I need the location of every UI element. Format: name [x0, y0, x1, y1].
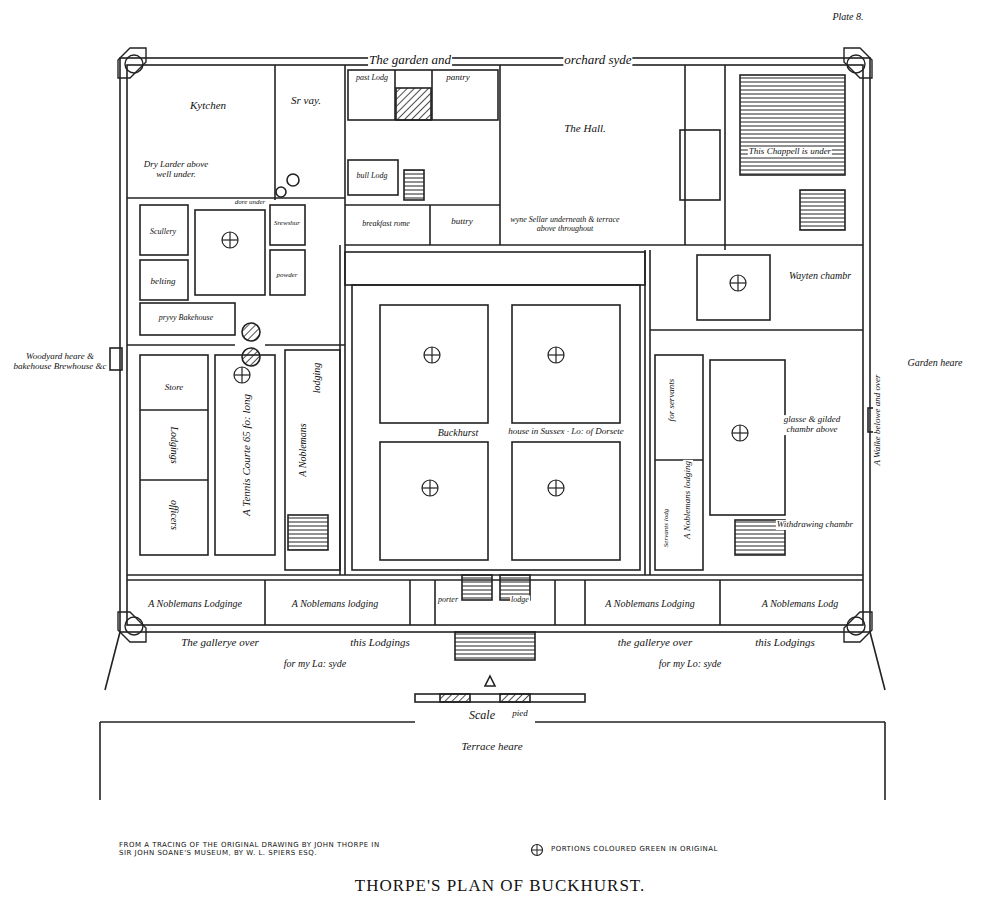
room-label: A Walke belowe and over [873, 374, 883, 467]
room-label: A Noblemans lodging [683, 460, 693, 540]
room-label: bull Lodg [356, 172, 389, 181]
legend-symbol [530, 843, 544, 857]
room-label: glasse & gilded chambr above [776, 415, 848, 435]
room-label: Garden heare [906, 357, 963, 368]
room-label: orchard syde [563, 53, 632, 67]
room-label: this Lodgings [754, 636, 816, 648]
room-label: Dry Larder above well under. [139, 160, 213, 180]
room-label: Wayten chambr [788, 270, 852, 281]
room-label: Scullery [149, 228, 177, 237]
room-label: pied [511, 709, 529, 719]
legend-text: PORTIONS COLOURED GREEN IN ORIGINAL [550, 846, 719, 854]
room-label: Lodgings [169, 425, 180, 464]
room-label: buttry [450, 217, 474, 227]
room-label: Withdrawing chambr [776, 520, 854, 530]
room-label: The Hall. [563, 122, 607, 134]
room-label: Terrace heare [460, 740, 523, 752]
room-label: The gallerye over [180, 636, 260, 648]
room-label: Woodyard heare & bakehouse Brewhouse &c [11, 352, 109, 372]
room-label: pryvy Bakehouse [145, 314, 227, 323]
room-label: A Noblemans lodging [291, 598, 379, 609]
room-label: Servants lodg [663, 508, 671, 548]
room-label: belting [150, 277, 177, 287]
room-label: house in Sussex · Lo: of Dorsete [507, 427, 625, 437]
room-label: The garden and [368, 53, 452, 67]
room-label: for servants [667, 378, 677, 423]
room-label: Scale [468, 709, 496, 722]
room-label: A Tennis Courte 65 fo: long [240, 393, 252, 517]
room-label: breakfast rome [361, 220, 411, 229]
room-label: for my La: syde [283, 658, 348, 669]
room-label: A Noblemans Lodging [604, 598, 695, 609]
room-label: for my Lo: syde [658, 658, 723, 669]
room-label: Kytchen [189, 99, 227, 111]
room-label: Plate 8. [831, 11, 864, 22]
room-label: Store [164, 383, 185, 393]
room-label: lodging [311, 362, 322, 395]
room-label: this Lodgings [349, 636, 411, 648]
room-label: past Lodg [355, 74, 389, 83]
room-label: dore under [234, 199, 267, 207]
room-label: This Chappell is under [748, 147, 832, 157]
room-label: A Noblemans Lodginge [147, 598, 243, 609]
room-label: A Noblemans Lodg [761, 598, 840, 609]
source-note: FROM A TRACING OF THE ORIGINAL DRAWING B… [118, 842, 390, 857]
room-label: porter [437, 596, 459, 605]
room-label: A Noblemans [297, 422, 308, 477]
room-label: officers [169, 499, 180, 531]
room-label: wyne Sellar underneath & terrace above t… [504, 216, 626, 234]
room-label: Buckhurst [437, 427, 480, 438]
room-label: pantry [445, 73, 471, 83]
plate-title: THORPE'S PLAN OF BUCKHURST. [354, 877, 646, 896]
room-label: lodge [510, 596, 530, 605]
room-label: powder [276, 272, 299, 280]
room-label: the gallerye over [617, 636, 694, 648]
room-label: Sr vay. [290, 94, 322, 106]
room-label: Srewshur [273, 220, 301, 228]
